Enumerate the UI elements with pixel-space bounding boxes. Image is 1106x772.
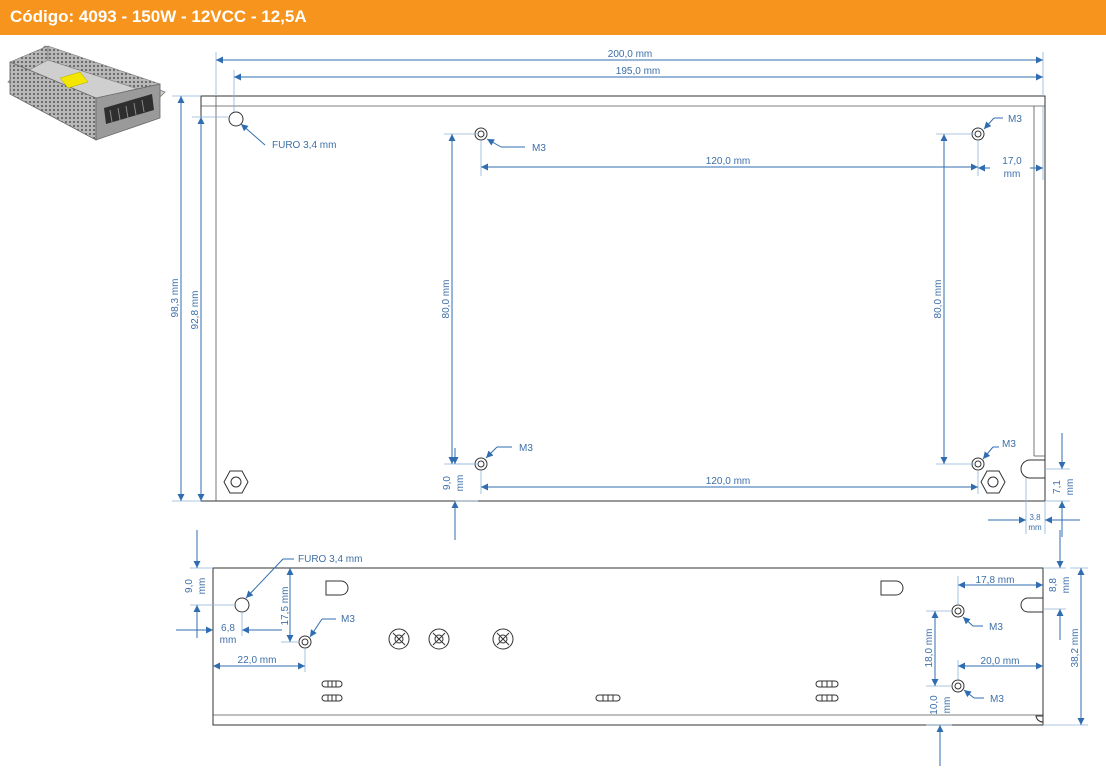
m3-top-right-label: M3 xyxy=(1008,114,1022,125)
power-supply-photo xyxy=(7,45,166,141)
dim-120-bottom-label: 120,0 mm xyxy=(706,476,750,487)
dim-195-label: 195,0 mm xyxy=(616,66,660,77)
m3-top-left-label: M3 xyxy=(532,143,546,154)
m3-hole xyxy=(298,635,312,649)
vent-slot xyxy=(321,680,343,688)
furo-label: FURO 3,4 mm xyxy=(272,140,336,151)
m3-bottom-left-label: M3 xyxy=(519,443,533,454)
side-m3-right-bottom-label: M3 xyxy=(990,694,1004,705)
dim-120-top-label: 120,0 mm xyxy=(706,156,750,167)
m3-bottom-right-label: M3 xyxy=(1002,439,1016,450)
m3-hole xyxy=(951,679,965,693)
hex-nut xyxy=(223,470,249,494)
side-dim-10-line2: mm xyxy=(942,697,953,714)
dim-92-8-label: 92,8 mm xyxy=(190,291,201,330)
mount-hole xyxy=(234,597,250,613)
dim-17-line2: mm xyxy=(1004,169,1021,180)
potentiometer xyxy=(492,628,514,650)
side-dim-9-line1: 9,0 xyxy=(184,579,195,593)
side-dim-8-8-line1: 8,8 xyxy=(1048,578,1059,592)
dim-98-3-label: 98,3 mm xyxy=(170,279,181,318)
side-dim-9-line2: mm xyxy=(197,578,208,595)
m3-hole xyxy=(951,604,965,618)
potentiometer xyxy=(428,628,450,650)
side-view-outline xyxy=(212,567,1044,726)
dim-17-line1: 17,0 xyxy=(1002,156,1022,167)
vent-slot xyxy=(321,694,343,702)
side-dim-20-label: 20,0 mm xyxy=(981,656,1020,667)
dim-7-1-line2: mm xyxy=(1065,479,1076,496)
side-dim-6-8-line2: mm xyxy=(220,635,237,646)
side-dim-17-5-label: 17,5 mm xyxy=(280,587,291,626)
side-dim-22-label: 22,0 mm xyxy=(238,655,277,666)
side-dim-6-8-line1: 6,8 xyxy=(221,623,235,634)
dim-80-right-label: 80,0 mm xyxy=(933,280,944,319)
top-view-outline xyxy=(200,95,1046,502)
side-dim-8-8-line2: mm xyxy=(1061,577,1072,594)
page-title: Código: 4093 - 150W - 12VCC - 12,5A xyxy=(10,7,307,26)
slot xyxy=(880,580,904,596)
vent-slot xyxy=(815,680,839,688)
dim-80-left-label: 80,0 mm xyxy=(441,280,452,319)
dim-3-8-line2: mm xyxy=(1028,523,1042,532)
side-dim-18-label: 18,0 mm xyxy=(924,629,935,668)
vent-slot xyxy=(815,694,839,702)
slot xyxy=(325,580,349,596)
side-dim-17-8-label: 17,8 mm xyxy=(976,575,1015,586)
side-dim-38-2-label: 38,2 mm xyxy=(1070,629,1081,668)
side-m3-right-top-label: M3 xyxy=(989,622,1003,633)
dim-7-1-line1: 7,1 xyxy=(1052,480,1063,494)
side-dim-10-line1: 10,0 xyxy=(929,695,940,715)
header-bar: Código: 4093 - 150W - 12VCC - 12,5A xyxy=(0,0,1106,35)
vent-slot xyxy=(595,694,621,702)
side-furo-label: FURO 3,4 mm xyxy=(298,554,362,565)
side-view: FURO 3,4 mm 9,0 mm 17,5 mm 6,8 mm 22,0 m… xyxy=(176,530,1088,766)
hex-nut xyxy=(980,470,1006,494)
dim-3-8-line1: 3,8 xyxy=(1029,513,1041,522)
side-m3-left-label: M3 xyxy=(341,614,355,625)
technical-drawing: 200,0 mm 195,0 mm 98,3 mm 92,8 mm FURO 3… xyxy=(7,45,1088,766)
potentiometer xyxy=(388,628,410,650)
dim-9-line1: 9,0 xyxy=(442,476,453,490)
dim-9-line2: mm xyxy=(455,475,466,492)
top-view: 200,0 mm 195,0 mm 98,3 mm 92,8 mm FURO 3… xyxy=(170,49,1080,540)
dim-200-label: 200,0 mm xyxy=(608,49,652,60)
mount-hole xyxy=(228,111,244,127)
